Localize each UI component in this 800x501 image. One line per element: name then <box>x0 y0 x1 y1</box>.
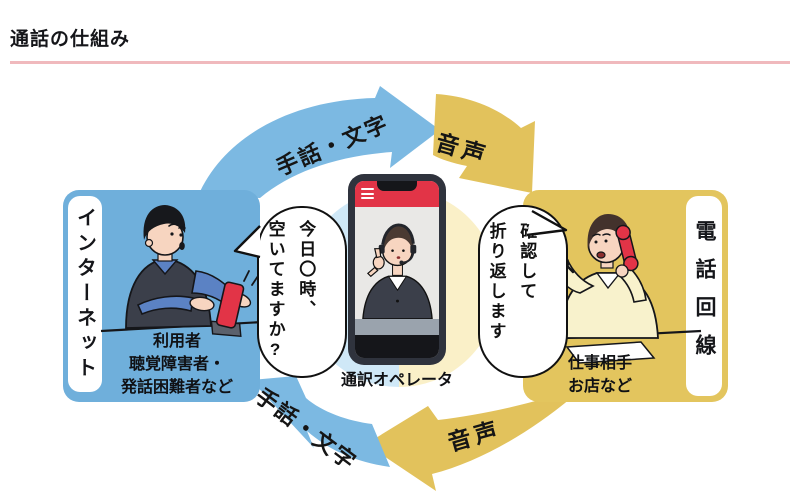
operator-caption: 通訳オペレータ <box>340 372 453 389</box>
app-header-bar <box>355 181 439 207</box>
internet-label-strip: インターネット <box>68 196 102 392</box>
arrow-top-blue <box>198 86 440 198</box>
arrow-bottom-blue <box>251 376 390 467</box>
user-caption: 利用者 聴覚障害者・ 発話困難者など <box>104 330 250 399</box>
partner-speech-line-2: 折り返します <box>486 222 506 342</box>
phone-line-label: 電話回線 <box>693 220 716 372</box>
operator-hair <box>382 225 414 255</box>
screen-bottom-area <box>355 335 439 358</box>
operator-illustration <box>362 223 433 319</box>
smartphone <box>348 174 446 365</box>
internet-label: インターネット <box>73 206 96 382</box>
partner-speech-line-1: 確認して <box>517 222 537 302</box>
call-sign-hand <box>366 248 385 278</box>
user-caption-line: 聴覚障害者・ <box>128 356 225 373</box>
arrow-top-yellow <box>433 94 535 193</box>
user-speech-bubble: 今日〇時、 空いてますか? <box>257 206 347 378</box>
headset-earcup-right <box>410 244 417 254</box>
smartphone-screen <box>355 181 439 358</box>
title-underline <box>10 61 790 64</box>
page-title: 通話の仕組み <box>10 29 131 50</box>
phone-line-label-strip: 電話回線 <box>686 196 722 396</box>
operator-video <box>355 207 439 319</box>
camera-notch <box>377 181 417 191</box>
user-caption-line: 利用者 <box>152 333 201 350</box>
user-speech-line-1: 今日〇時、 <box>296 220 316 320</box>
partner-speech-bubble: 確認して 折り返します <box>478 205 568 378</box>
user-speech-line-2: 空いてますか? <box>265 220 285 362</box>
video-control-bar <box>355 319 439 335</box>
headset-band-icon <box>381 223 415 245</box>
hamburger-menu-icon <box>361 188 374 202</box>
arrow-bottom-yellow <box>366 398 570 491</box>
headset-mic-icon <box>402 252 415 264</box>
partner-caption-line: お店など <box>567 378 632 395</box>
user-caption-line: 発話困難者など <box>120 379 233 396</box>
